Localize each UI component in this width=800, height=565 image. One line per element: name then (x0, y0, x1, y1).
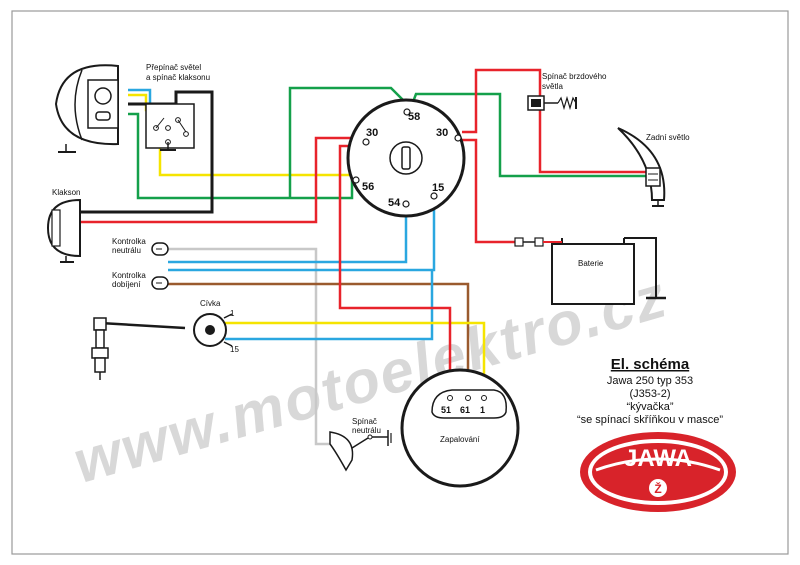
label-ignition: Zapalování (440, 435, 480, 444)
schema-line2: (J353-2) (630, 388, 671, 400)
label-coil-term-1: 1 (230, 309, 235, 318)
label-charge-lamp-2: dobíjení (112, 280, 141, 289)
schema-line3: “kývačka” (626, 401, 673, 413)
horn (46, 198, 81, 263)
label-charge-lamp-1: Kontrolka (112, 271, 146, 280)
label-brake-switch-2: světla (542, 82, 563, 91)
label-battery: Baterie (578, 259, 604, 268)
schema-title: El. schéma (611, 356, 690, 373)
wire-blue-4 (225, 270, 434, 341)
ignition-terminal-51: 51 (441, 405, 451, 415)
jawa-logo-text: JAWA (624, 445, 692, 472)
label-neutral-lamp-2: neutrálu (112, 246, 141, 255)
label-tail-light: Zadní světlo (646, 133, 690, 142)
label-coil: Cívka (200, 299, 221, 308)
label-neutral-switch-1: Spínač (352, 417, 377, 426)
label-brake-switch-1: Spínač brzdového (542, 72, 607, 81)
wire-black-2 (99, 321, 186, 330)
wire-yellow-2 (225, 321, 486, 392)
wire-grey (168, 247, 330, 446)
tail-light (617, 127, 666, 207)
terminal-30-left: 30 (366, 127, 378, 139)
light-switch (145, 103, 195, 151)
label-light-switch-line2: a spínač klaksonu (146, 73, 210, 82)
neutral-lamp (151, 242, 169, 256)
jawa-logo-z: Ž (654, 481, 661, 496)
brake-switch (527, 95, 577, 111)
wire-brown (168, 282, 470, 392)
terminal-58: 58 (408, 111, 420, 123)
wire-blue-2 (168, 207, 408, 264)
label-coil-term-15: 15 (230, 345, 239, 354)
label-light-switch-line1: Přepínač světel (146, 63, 201, 72)
terminal-15: 15 (432, 182, 444, 194)
wire-blue-3 (168, 194, 436, 272)
schema-line4: “se spínací skříňkou v masce” (577, 414, 723, 426)
neutral-switch (329, 430, 392, 472)
ignition-switch-box (346, 98, 466, 218)
label-neutral-switch-2: neutrálu (352, 426, 381, 435)
wire-red-1 (80, 136, 366, 224)
wire-red-3 (462, 68, 542, 134)
charge-lamp (151, 276, 169, 290)
label-neutral-lamp-1: Kontrolka (112, 237, 146, 246)
terminal-54: 54 (388, 197, 401, 209)
ignition-terminal-61: 61 (460, 405, 470, 415)
wire-red-5 (462, 138, 515, 244)
ignition-terminal-1: 1 (480, 405, 485, 415)
schema-line1: Jawa 250 typ 353 (607, 375, 693, 387)
headlamp (54, 64, 119, 153)
ignition-coil (193, 313, 233, 347)
ignition-magneto (400, 368, 520, 488)
battery (514, 237, 666, 305)
jawa-logo: Ž JAWA (580, 432, 736, 512)
label-horn: Klakson (52, 188, 80, 197)
wire-red-4 (538, 108, 652, 174)
spark-plug (91, 317, 109, 380)
terminal-56: 56 (362, 181, 374, 193)
terminal-30-right: 30 (436, 127, 448, 139)
